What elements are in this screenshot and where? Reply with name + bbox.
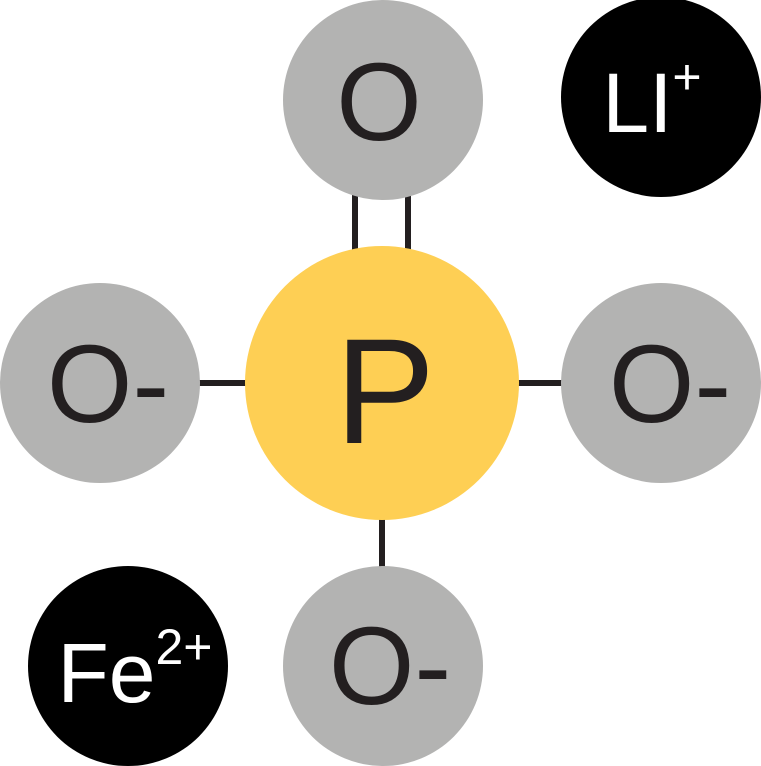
oxygen-right-atom [561,283,761,483]
iron-ion [28,566,228,766]
bonds [198,195,563,568]
oxygen-left-label: O- [47,323,169,446]
oxygen-left-atom [0,283,200,483]
oxygen-top-atom [283,0,483,200]
phosphorus-label: P [335,307,435,475]
oxygen-bottom-atom [283,566,483,766]
phosphorus-atom [245,246,519,520]
oxygen-right-label: O- [609,323,731,446]
iron-ion-label: Fe2+ [57,619,212,720]
lithium-ion [561,0,761,197]
oxygen-bottom-label: O- [329,605,451,728]
lithium-ion-label: LI+ [602,49,701,150]
oxygen-top-label: O [336,41,422,164]
